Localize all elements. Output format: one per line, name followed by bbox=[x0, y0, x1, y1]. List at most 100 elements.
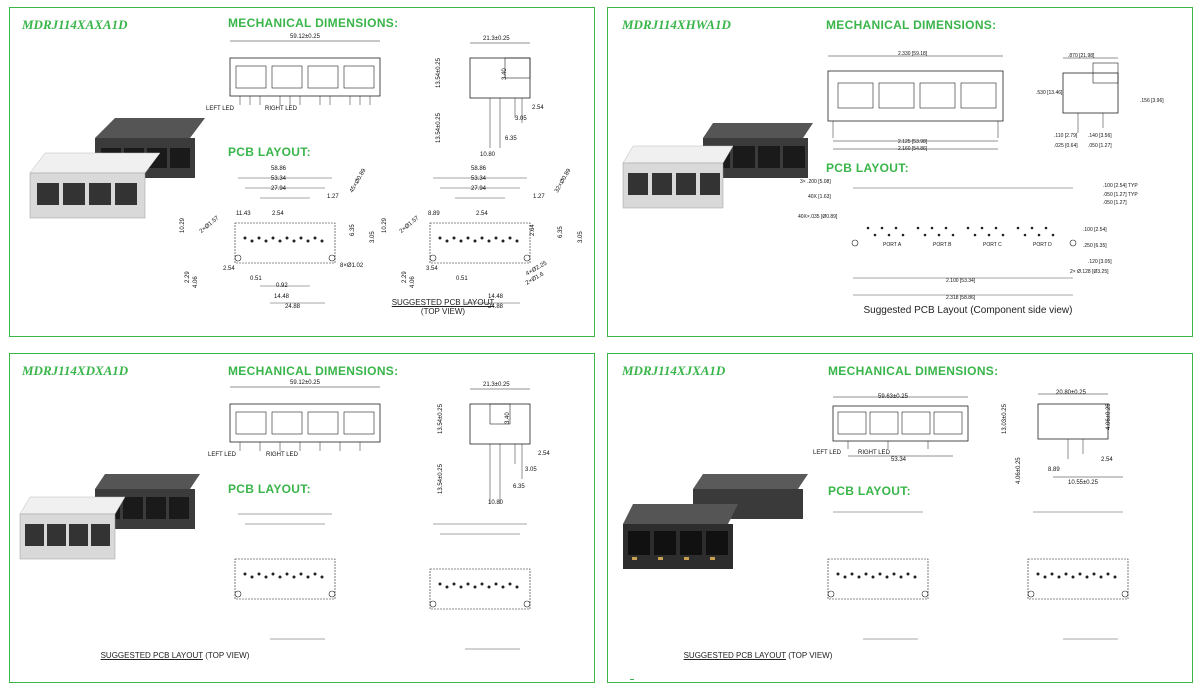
side-1080-dim: 10.80 bbox=[488, 500, 504, 506]
model-title: MDRJ114XDXA1D bbox=[22, 363, 129, 378]
pcb2-dim-2-54: 2.54 bbox=[476, 211, 488, 217]
panel-mdrj114xdxa1d: MDRJ114XDXA1D MECHANICAL DIMENSIONS: PCB… bbox=[9, 353, 595, 683]
pcb-caption-view: (TOP VIEW) bbox=[420, 307, 466, 316]
pcb-layout-drawing-2 bbox=[429, 523, 531, 650]
mechanical-dimensions-heading: MECHANICAL DIMENSIONS: bbox=[228, 364, 399, 378]
pcb2-dim-6-35: 6.35 bbox=[558, 226, 564, 238]
pcb2-dim-3-05: 3.05 bbox=[578, 231, 584, 243]
pcb2-dim-53-34: 53.34 bbox=[471, 176, 487, 182]
left-led-label: LEFT LED bbox=[206, 106, 234, 112]
mech-width-label: 59.63±0.25 bbox=[878, 394, 908, 400]
pcb-dim-10: 2.100 [53.34] bbox=[946, 278, 976, 284]
pcb2-dim-8-89: 8.89 bbox=[428, 211, 440, 217]
pcb-dim-7: .250 [6.35] bbox=[1083, 243, 1107, 249]
pcb-dim-14-48: 14.48 bbox=[274, 294, 290, 300]
pcb-caption-view: (TOP VIEW) bbox=[205, 651, 250, 660]
model-title: MDRJ114XHWA1D bbox=[622, 17, 731, 32]
pcb-layout-drawing-2 bbox=[1027, 511, 1129, 640]
side-right-dim: .156 [3.96] bbox=[1140, 98, 1164, 104]
pcb-dim-0-51: 0.51 bbox=[250, 276, 262, 282]
pcb-dim-4-06: 4.06 bbox=[193, 276, 199, 288]
footer-mark bbox=[630, 679, 634, 680]
pcb-caption: SUGGESTED PCB LAYOUT (TOP VIEW) bbox=[85, 651, 265, 660]
port-d-label: PORT D bbox=[1033, 242, 1052, 248]
pcb-dim-53-34: 53.34 bbox=[271, 176, 287, 182]
pcb-layout-heading: PCB LAYOUT: bbox=[826, 161, 909, 175]
pcb-dim-1-27: 1.27 bbox=[327, 194, 339, 200]
pcb-dim-0-92: 0.92 bbox=[276, 283, 288, 289]
mechanical-front-view bbox=[827, 55, 1004, 150]
side-height-dim-1: 13.03±0.25 bbox=[1002, 404, 1008, 434]
side-height-dim-1: 13.54±0.25 bbox=[436, 58, 442, 88]
mechanical-side-view bbox=[469, 388, 531, 504]
model-title: MDRJ114XJXA1D bbox=[622, 363, 726, 378]
mechanical-dimensions-heading: MECHANICAL DIMENSIONS: bbox=[826, 18, 997, 32]
pcb-dim-9: 2× Ø.128 [Ø3.25] bbox=[1070, 269, 1109, 275]
product-photo bbox=[29, 118, 205, 219]
right-led-label: RIGHT LED bbox=[858, 450, 890, 456]
product-photo bbox=[622, 123, 813, 209]
pcb2-dim-0-51: 0.51 bbox=[456, 276, 468, 282]
pcb-dim-3-05: 3.05 bbox=[370, 231, 376, 243]
side-height-dim-2: 13.54±0.25 bbox=[438, 464, 444, 494]
product-photo bbox=[623, 474, 808, 569]
pcb-dim-1: .050 [1.27] TYP bbox=[1103, 192, 1138, 198]
pcb2-dim-58-86: 58.86 bbox=[471, 166, 487, 172]
pcb-caption-underlined: SUGGESTED PCB LAYOUT bbox=[391, 298, 495, 307]
mechanical-side-view bbox=[469, 42, 531, 148]
pcb-layout-drawing bbox=[851, 187, 1077, 296]
product-photo bbox=[19, 474, 200, 560]
pcb-layout-drawing-2 bbox=[429, 177, 531, 304]
pcb-dim-0: .100 [2.54] TYP bbox=[1103, 183, 1138, 189]
pcb-dim-27-94: 27.94 bbox=[271, 186, 287, 192]
pcb2-dim-27-94: 27.94 bbox=[471, 186, 487, 192]
pcb-layout-drawing-1 bbox=[827, 511, 929, 640]
mechanical-front-view bbox=[832, 396, 969, 457]
side-bottom-dim-1: .110 [2.79] bbox=[1054, 133, 1078, 139]
mech-width-label: 2.330 [59.18] bbox=[898, 51, 928, 57]
pcb2-dim-14-48: 14.48 bbox=[488, 294, 504, 300]
side-406-dim: 4.06±0.25 bbox=[1016, 457, 1022, 484]
pcb-caption-underlined: SUGGESTED PCB LAYOUT bbox=[100, 651, 203, 660]
side-bottom-dim-2: .140 [3.56] bbox=[1088, 133, 1112, 139]
pcb-caption-underlined: SUGGESTED PCB LAYOUT bbox=[683, 651, 786, 660]
pcb-dim-3: 3× .200 [5.08] bbox=[800, 179, 831, 185]
panel-mdrj114xjxa1d: MDRJ114XJXA1D MECHANICAL DIMENSIONS: PCB… bbox=[607, 353, 1193, 683]
pcb-dim-2: .050 [1.27] bbox=[1103, 200, 1127, 206]
side-top-dim: 21.3±0.25 bbox=[483, 36, 510, 42]
pcb-caption: SUGGESTED PCB LAYOUT (TOP VIEW) bbox=[378, 298, 508, 316]
side-340-dim: 3.40 bbox=[505, 412, 511, 424]
mechanical-front-view bbox=[229, 386, 381, 451]
side-1080-dim: 10.80 bbox=[480, 152, 496, 158]
side-340-dim: 3.40 bbox=[502, 68, 508, 80]
side-635-dim: 6.35 bbox=[513, 484, 525, 490]
side-top-dim: 21.3±0.25 bbox=[483, 382, 510, 388]
panel-mdrj114xaxa1d: MDRJ114XAXA1D MECHANICAL DIMENSIONS: PCB… bbox=[9, 7, 595, 337]
port-c-label: PORT C bbox=[983, 242, 1002, 248]
pcb-dim-11-43: 11.43 bbox=[236, 211, 251, 217]
pcb2-dim-24-88: 24.88 bbox=[488, 304, 504, 310]
mech-bottom-dim-2: 2.160 [54.86] bbox=[898, 146, 928, 152]
mech-width-label: 59.12±0.25 bbox=[290, 34, 320, 40]
pcb-caption: SUGGESTED PCB LAYOUT (TOP VIEW) bbox=[668, 651, 848, 660]
pcb2-dim-10-29: 10.29 bbox=[382, 217, 388, 233]
port-b-label: PORT B bbox=[933, 242, 952, 248]
pcb-dim-5: 40X×.035 [Ø0.89] bbox=[798, 214, 838, 220]
side-635-dim: 6.35 bbox=[505, 136, 517, 142]
pcb-layout-heading: PCB LAYOUT: bbox=[228, 482, 311, 496]
port-a-label: PORT A bbox=[883, 242, 902, 248]
side-bottom-dim-3: .025 [0.64] bbox=[1054, 143, 1078, 149]
pcb2-dim-2-29: 2.29 bbox=[402, 271, 408, 283]
pcb2-dim-1-27: 1.27 bbox=[533, 194, 545, 200]
side-top-dim: .870 [21.98] bbox=[1068, 53, 1095, 59]
pcb-dim-4: 40X [1.63] bbox=[808, 194, 831, 200]
pcb-caption-view: (TOP VIEW) bbox=[788, 651, 833, 660]
pcb-dim-10-29: 10.29 bbox=[180, 217, 186, 233]
pcb-dim-6: .100 [2.54] bbox=[1083, 227, 1107, 233]
mech-bottom-dim: 53.34 bbox=[891, 457, 907, 463]
mechanical-side-view bbox=[1062, 57, 1119, 133]
mechanical-dimensions-heading: MECHANICAL DIMENSIONS: bbox=[228, 16, 399, 30]
side-305-dim: 3.05 bbox=[515, 116, 527, 122]
left-led-label: LEFT LED bbox=[813, 450, 841, 456]
pcb-dim-8x-1-02: 8×Ø1.02 bbox=[340, 263, 364, 269]
